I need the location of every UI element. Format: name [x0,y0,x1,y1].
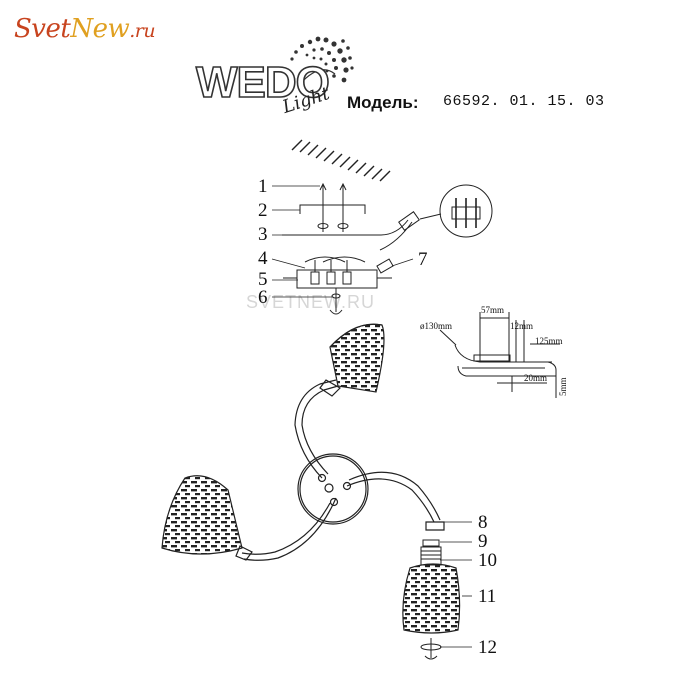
model-code: 66592. 01. 15. 03 [443,93,605,110]
site-logo-tld: .ru [129,20,156,42]
callout-8: 8 [478,512,488,533]
callout-6: 6 [258,287,268,308]
dim-span: 125mm [535,336,563,346]
shade-left [161,475,243,555]
dim-diameter: ø130mm [420,321,453,331]
callout-7: 7 [418,249,428,270]
arm-left [241,502,331,555]
dim-height: 20mm [524,373,548,383]
callout-10: 10 [478,550,497,571]
callout-3: 3 [258,224,268,245]
dim-depth: 5mm [558,377,568,396]
brand-logo-text: WEDO [195,57,330,108]
shade-bottom [402,563,461,634]
site-logo-part1: Svet [14,14,71,44]
brand-swirl-graphic [290,36,354,85]
dim-hole: 12mm [510,321,534,331]
dim-width: 57mm [481,305,505,315]
ceiling-plate [297,453,369,525]
callout-9: 9 [478,531,488,552]
site-logo-part2: New [70,14,130,44]
callout-11: 11 [478,586,497,607]
callout-12: 12 [478,637,497,658]
arm-upper [294,379,337,479]
callout-1: 1 [258,176,268,197]
lamp-socket [420,539,442,566]
shade-ring [420,638,442,660]
shade-top [329,323,385,393]
ceiling-hatch [291,139,391,182]
model-label: Модель: [347,93,419,112]
callout-2: 2 [258,200,268,221]
callout-4: 4 [258,248,268,269]
arm-right [346,478,435,523]
callout-5: 5 [258,269,268,290]
site-logo[interactable]: SvetNew.ru [14,14,156,44]
